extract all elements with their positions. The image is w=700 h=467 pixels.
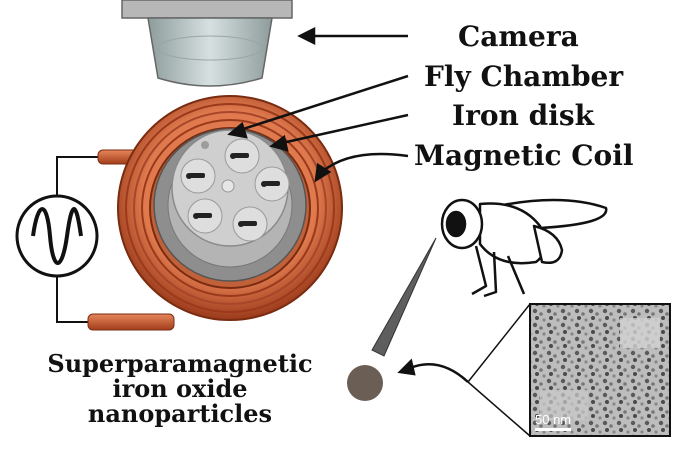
nanoparticles-line-2: iron oxide (112, 374, 248, 403)
fly-chamber (171, 129, 290, 247)
ac-source-icon (15, 194, 99, 278)
nanoparticle-dot (347, 365, 383, 401)
label-nanoparticles: Superparamagnetic iron oxide nanoparticl… (40, 351, 320, 426)
injection-needle-icon (371, 237, 437, 357)
fly-icon (440, 198, 608, 298)
scale-bar-label: 50 nm (535, 412, 572, 427)
label-camera: Camera (458, 20, 579, 53)
tem-micrograph (467, 303, 671, 437)
label-iron-disk: Iron disk (452, 99, 595, 132)
label-fly-chamber: Fly Chamber (424, 60, 624, 93)
label-arrows (227, 26, 469, 383)
label-magnetic-coil: Magnetic Coil (414, 139, 634, 172)
nanoparticles-line-1: Superparamagnetic (47, 349, 313, 378)
nanoparticles-line-3: nanoparticles (87, 399, 273, 428)
circuit-wires (56, 156, 104, 323)
camera-icon (121, 0, 293, 87)
